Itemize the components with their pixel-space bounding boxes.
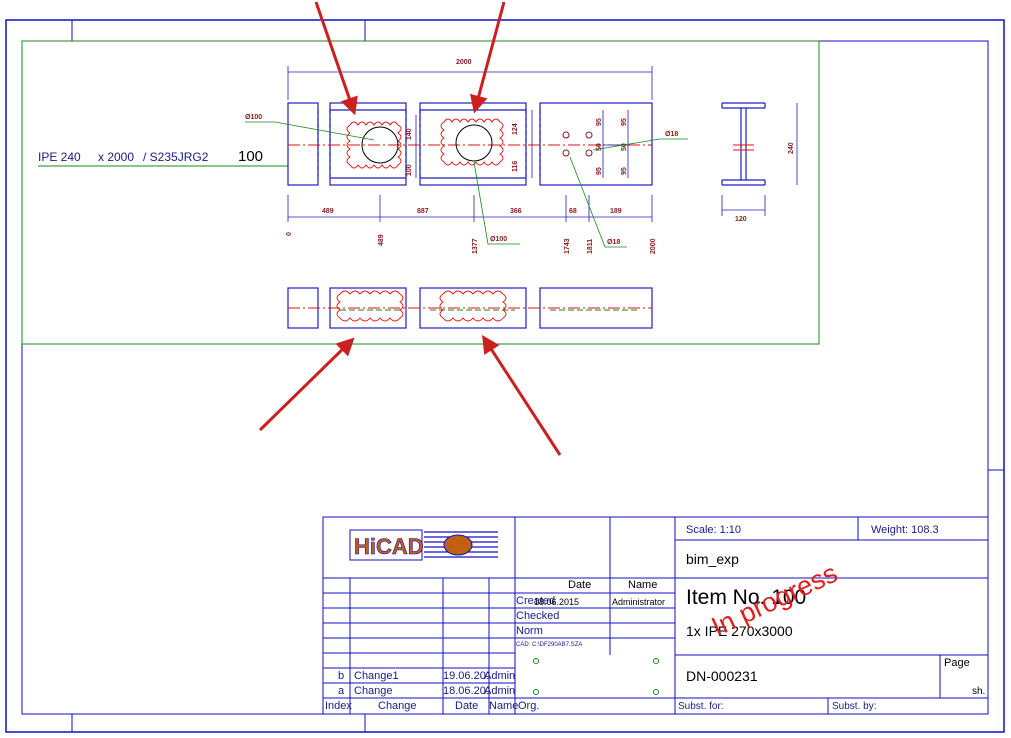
hole-leaders: [245, 121, 688, 248]
created-label: Created: [516, 595, 556, 607]
arrow-icon: [258, 337, 355, 432]
subst-by-field: Subst. by:: [832, 701, 877, 712]
part-label: IPE 240 x 2000 / S235JRG2 100: [38, 148, 288, 167]
vertical-dim: 100: [406, 164, 413, 176]
date-header: Date: [568, 579, 592, 591]
project-name: bim_exp: [686, 551, 739, 567]
overall-length-dim: 2000: [456, 59, 472, 66]
revision-index: b: [338, 670, 345, 682]
revision-name: Administ: [484, 685, 515, 697]
name-header: Name: [628, 579, 658, 591]
drawing-number: DN-000231: [686, 668, 758, 684]
position-dim: 1811: [587, 239, 594, 254]
position-dim: 2000: [650, 238, 657, 254]
title-block-markers: [533, 658, 659, 695]
position-dim: 489: [378, 234, 385, 246]
annotation-arrows: [258, 1, 562, 456]
logo-text: HiCAD: [354, 534, 424, 559]
vertical-dim: 95: [596, 167, 603, 175]
vertical-dim: 124: [512, 123, 519, 135]
change-header: Change: [378, 700, 417, 712]
vertical-dim: 95: [621, 118, 628, 126]
arrow-icon: [314, 1, 358, 116]
vertical-dim: 95: [596, 118, 603, 126]
part-material: / S235JRG2: [143, 150, 209, 164]
scale-field: Scale: 1:10: [686, 524, 742, 536]
section-height-dim: 240: [788, 142, 795, 154]
revision-name: Administ: [484, 670, 515, 682]
revision-change: Change1: [354, 670, 399, 682]
vertical-dim: 50: [621, 143, 628, 151]
hole-labels: Ø100 Ø100 Ø18 Ø18: [245, 114, 678, 246]
position-dim: 0: [286, 232, 293, 236]
hicad-logo: HiCAD: [349, 529, 498, 561]
cad-path: CAD: C:\DF290AB7.SZA: [516, 642, 583, 648]
section-width-dim: 120: [735, 216, 747, 223]
created-name: Administrator: [612, 597, 666, 607]
segment-dim: 68: [569, 208, 577, 215]
revision-date: 19.06.2015: [443, 670, 489, 682]
segment-dim: 366: [510, 208, 522, 215]
hole-label: Ø18: [665, 131, 678, 138]
position-dims: 0 489 1377 1743 1811 2000: [286, 232, 657, 254]
subst-for-field: Subst. for:: [678, 701, 724, 712]
vertical-dim: 95: [621, 167, 628, 175]
revision-change: Change: [354, 685, 393, 697]
checked-label: Checked: [516, 610, 560, 622]
rev-name-header: Name: [489, 700, 519, 712]
vertical-dims: 140 100 124 116 95 95 95 95 50 50: [406, 118, 628, 176]
arrow-icon: [482, 334, 562, 456]
sheet-frame: [5, 19, 1005, 733]
dimension-lines: [287, 66, 653, 222]
part-profile: IPE 240: [38, 150, 81, 164]
revision-index: a: [338, 685, 345, 697]
index-header: Index: [325, 700, 352, 712]
norm-label: Norm: [516, 625, 543, 637]
sheet-label: sh.: [972, 686, 986, 697]
part-item-number: 100: [238, 148, 263, 165]
org-header: Org.: [518, 700, 540, 712]
hole-cutout-2: [440, 118, 504, 166]
rev-date-header: Date: [455, 700, 479, 712]
hole-label: Ø100: [490, 236, 507, 243]
hole-label: Ø100: [245, 114, 262, 121]
top-cloud-marks: [336, 290, 507, 322]
revision-date: 18.06.2015: [443, 685, 489, 697]
hole-label: Ø18: [607, 239, 620, 246]
segment-dims: 489 887 366 68 189: [322, 208, 622, 215]
bolt-holes: [562, 131, 593, 157]
segment-dim: 887: [417, 208, 429, 215]
part-length: x 2000: [98, 150, 134, 164]
hole-cutout-1: [346, 121, 402, 169]
page-label: Page: [944, 657, 970, 669]
item-number: Item No. 100: [686, 586, 807, 609]
vertical-dim: 116: [512, 161, 519, 172]
segment-dim: 489: [322, 208, 334, 215]
position-dim: 1377: [472, 238, 479, 254]
arrow-icon: [470, 1, 506, 114]
vertical-dim: 50: [596, 143, 603, 151]
position-dim: 1743: [564, 238, 571, 254]
vertical-dim: 140: [406, 128, 413, 140]
cross-section-view: [721, 102, 798, 216]
weight-field: Weight: 108.3: [871, 524, 939, 536]
segment-dim: 189: [610, 208, 622, 215]
part-description: 1x IPE 270x3000: [686, 623, 793, 639]
title-block-grid: [322, 516, 989, 715]
view-frame: [21, 40, 820, 345]
created-date: 18.06.2015: [534, 597, 580, 607]
beam-front-view: [287, 102, 653, 186]
